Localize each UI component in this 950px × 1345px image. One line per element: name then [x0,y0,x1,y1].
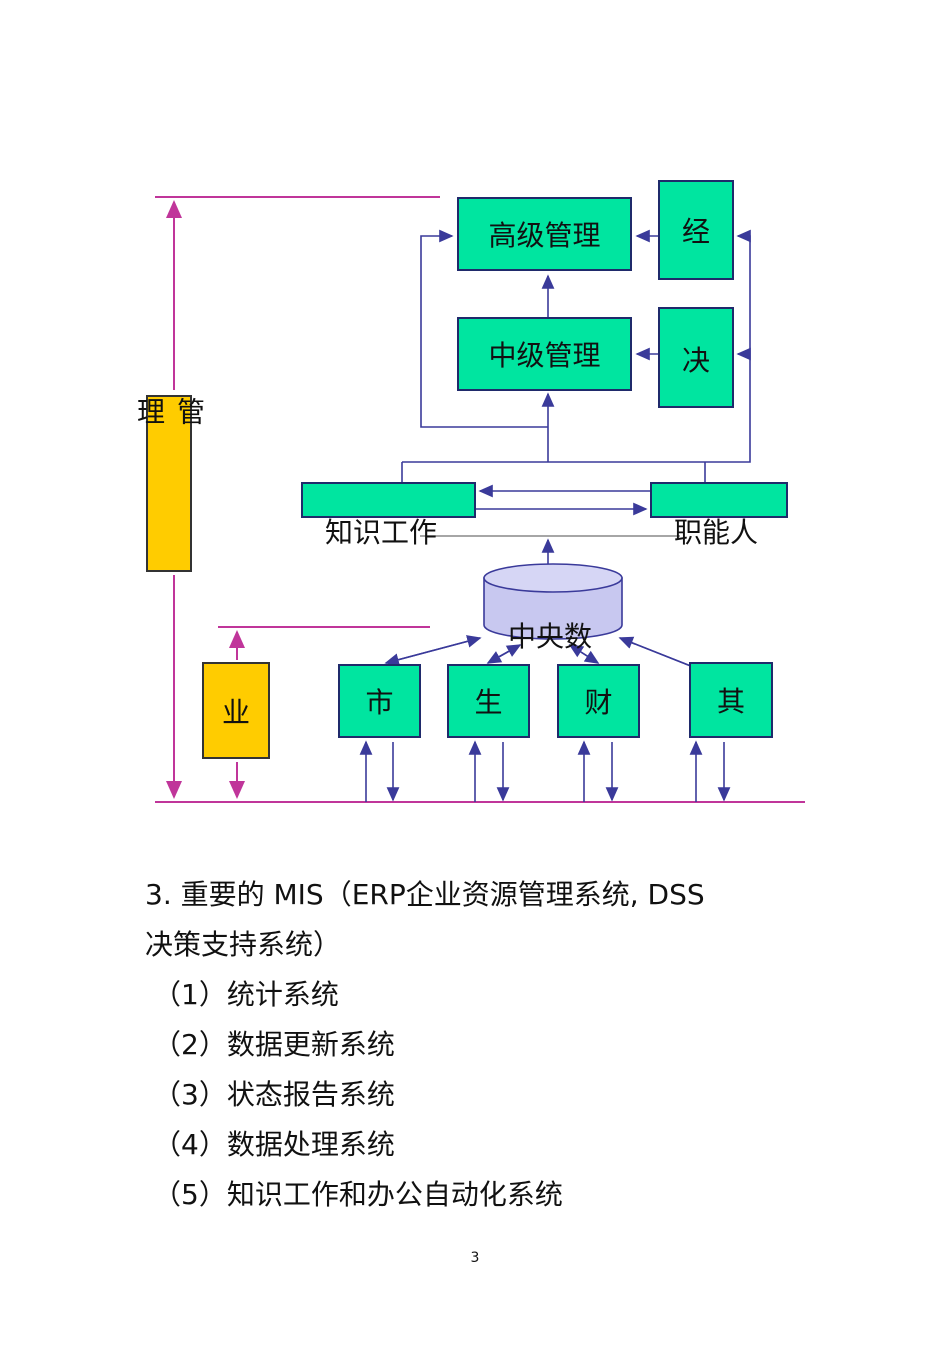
diagram-lines [155,196,805,803]
functional-staff-label: 职能人 [674,516,759,549]
market-label: 市 [365,686,394,719]
middle-management-label: 中级管理 [488,339,601,372]
finance-label: 财 [584,686,613,719]
finance-box: 财 [557,664,640,738]
production-label: 生 [474,686,503,719]
functional-staff-box [650,482,788,518]
executive-box: 经 [658,180,734,280]
other-label: 其 [716,685,745,718]
knowledge-work-box [301,482,476,518]
middle-management-box: 中级管理 [457,317,632,391]
other-box: 其 [689,662,773,738]
list-item: （4）数据处理系统 [153,1128,395,1161]
list-item: （5）知识工作和办公自动化系统 [153,1178,563,1211]
decision-label: 决 [681,344,710,377]
management-box: 管 理 [133,395,206,572]
executive-label: 经 [681,215,710,248]
page-number: 3 [470,1250,480,1266]
database-cylinder [483,563,623,640]
knowledge-work-label: 知识工作 [325,516,438,549]
decision-box: 决 [658,307,734,408]
business-label: 业 [221,695,250,729]
business-box: 业 [202,662,270,759]
body-text: 3. 重要的 MIS（ERP企业资源管理系统, DSS 决策支持系统） （1）统… [145,870,805,1220]
production-box: 生 [447,664,530,738]
mis-diagram: 管 理 业 高级管理 经 中级管理 决 知识工作 职能人 中央数 市 生 财 其 [133,180,805,803]
list-item: （2）数据更新系统 [153,1028,395,1061]
market-box: 市 [338,664,421,738]
management-label: 管 理 [133,397,206,465]
list-item: （3）状态报告系统 [153,1078,395,1111]
section-heading-continued: 决策支持系统） [145,928,342,961]
central-database-label: 中央数 [508,620,593,653]
list-item: （1）统计系统 [153,978,339,1011]
senior-management-label: 高级管理 [488,219,601,252]
section-heading: 3. 重要的 MIS（ERP企业资源管理系统, DSS [145,878,705,911]
senior-management-box: 高级管理 [457,197,632,271]
